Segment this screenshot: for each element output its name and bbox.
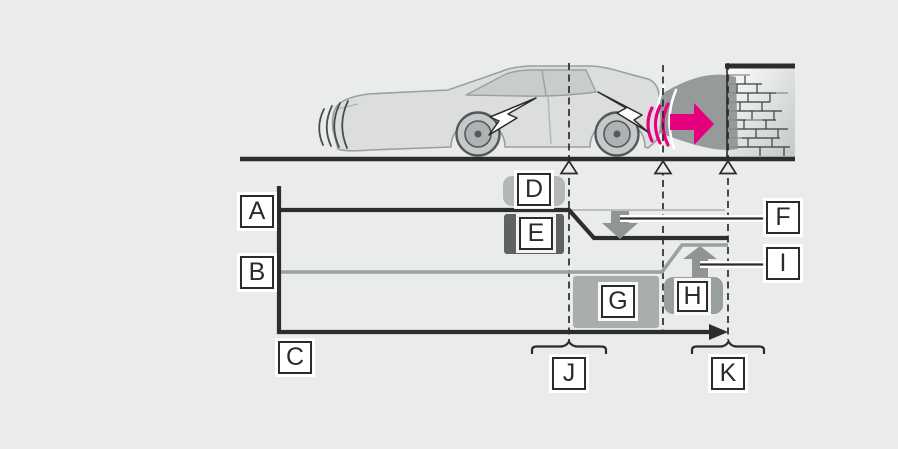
collision-arrow-icon bbox=[670, 103, 714, 145]
brace-k bbox=[690, 339, 766, 354]
car-window bbox=[465, 69, 598, 97]
brace-icons bbox=[530, 339, 766, 354]
line-a bbox=[281, 207, 728, 241]
label-box-d: D bbox=[517, 173, 551, 206]
line-b bbox=[281, 243, 728, 274]
timeline-arrowhead-icon bbox=[709, 324, 728, 340]
car-headlamp-line bbox=[337, 103, 359, 110]
vibration-waves-icon bbox=[318, 100, 349, 149]
label-box-e: E bbox=[519, 217, 553, 250]
label-box-f: F bbox=[766, 201, 800, 234]
label-box-c: C bbox=[278, 341, 312, 374]
label-box-h: H bbox=[677, 281, 708, 312]
car-door-line bbox=[547, 95, 552, 145]
label-box-a: A bbox=[240, 195, 274, 228]
car-front-wheel bbox=[455, 111, 501, 157]
label-box-g: G bbox=[601, 285, 635, 318]
brace-j bbox=[530, 339, 608, 354]
timeline-axis bbox=[276, 186, 728, 340]
warning-flash-icon bbox=[488, 91, 649, 136]
marker-triangle-icons bbox=[559, 159, 738, 175]
label-box-b: B bbox=[240, 256, 274, 289]
car-rear-wheel bbox=[594, 111, 640, 157]
car-illustration bbox=[331, 65, 662, 157]
label-box-i: I bbox=[766, 247, 800, 280]
dashed-marker-lines bbox=[568, 63, 729, 341]
label-box-j: J bbox=[552, 357, 586, 390]
label-box-k: K bbox=[711, 357, 745, 390]
